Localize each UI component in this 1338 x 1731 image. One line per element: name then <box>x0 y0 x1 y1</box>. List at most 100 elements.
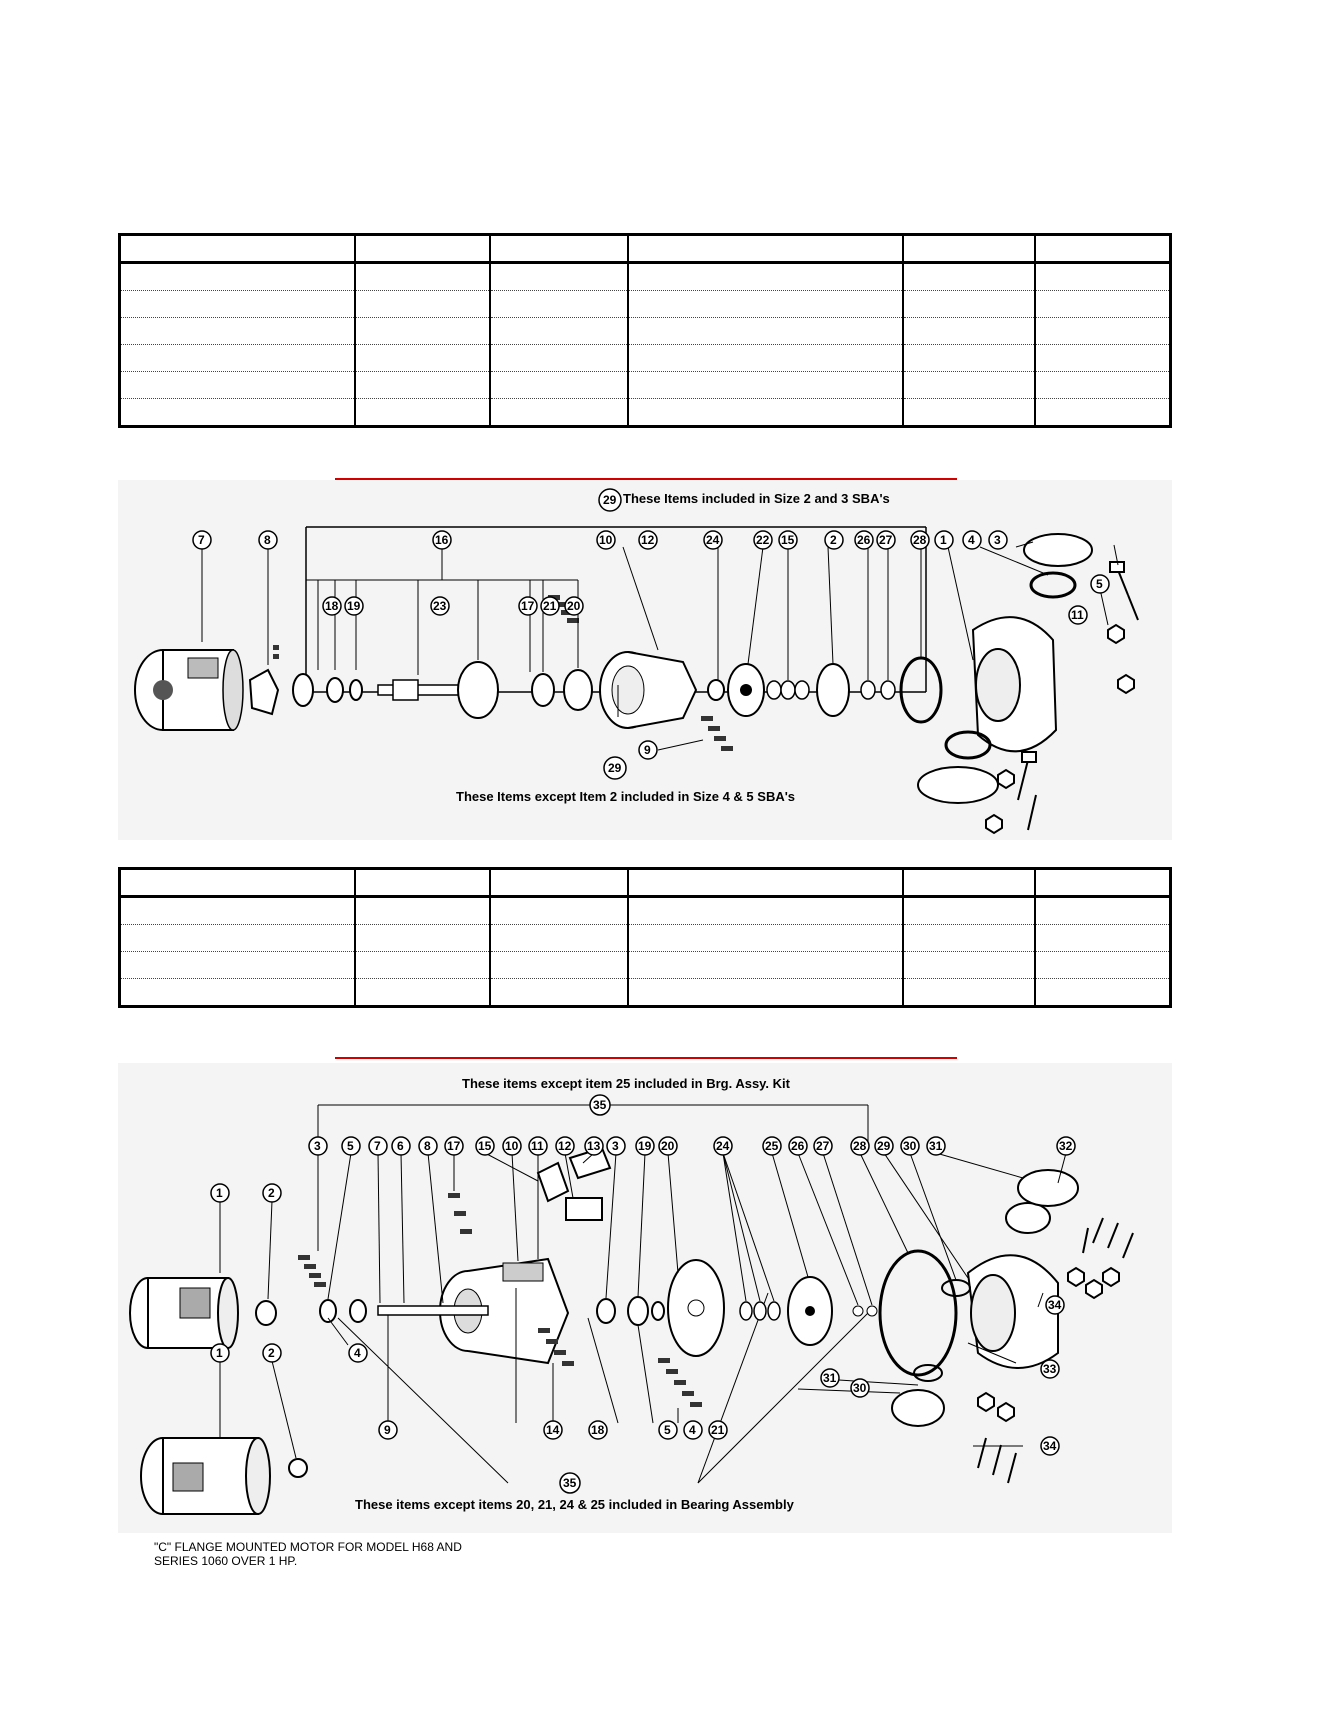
callout-label: 8 <box>264 533 271 547</box>
callout-label: 4 <box>689 1423 696 1437</box>
note-line-1: "C" FLANGE MOUNTED MOTOR FOR MODEL H68 A… <box>154 1540 462 1554</box>
callout-label: 11 <box>531 1139 544 1153</box>
callout-label: 1 <box>216 1186 223 1200</box>
c-flange-note: "C" FLANGE MOUNTED MOTOR FOR MODEL H68 A… <box>154 1540 462 1568</box>
callout-label: 22 <box>756 533 770 547</box>
callout-label: 33 <box>1043 1362 1057 1376</box>
callout-label: 7 <box>374 1139 381 1153</box>
callout-label: 19 <box>638 1139 652 1153</box>
leader-lines <box>201 541 1119 751</box>
red-divider-1 <box>335 478 957 480</box>
table-row <box>118 924 1172 952</box>
callout-label: 29 <box>877 1139 891 1153</box>
callout-label: 20 <box>661 1139 675 1153</box>
diagram-1-svg <box>118 480 1172 840</box>
callout-label: 25 <box>765 1139 779 1153</box>
diagram-1-caption-bottom: These Items except Item 2 included in Si… <box>456 789 796 804</box>
callout-label: 6 <box>397 1139 404 1153</box>
callout-label: 15 <box>781 533 795 547</box>
callout-label: 30 <box>903 1139 917 1153</box>
callout-label: 16 <box>435 533 449 547</box>
motor-illustration <box>129 1277 277 1349</box>
callout-label: 3 <box>612 1139 619 1153</box>
callout-label: 21 <box>711 1423 725 1437</box>
callout-label: 2 <box>830 533 837 547</box>
callout-label: 31 <box>823 1371 837 1385</box>
callout-label: 12 <box>558 1139 572 1153</box>
callout-label: 5 <box>347 1139 354 1153</box>
parts-table-1 <box>118 233 1172 428</box>
callout-label: 4 <box>354 1346 361 1360</box>
callout-label: 1 <box>940 533 947 547</box>
callout-label: 26 <box>857 533 871 547</box>
callout-label: 3 <box>994 533 1001 547</box>
callout-label: 14 <box>546 1423 560 1437</box>
callout-circles <box>192 488 1110 780</box>
callout-label: 26 <box>791 1139 805 1153</box>
callout-label: 27 <box>816 1139 830 1153</box>
note-line-2: SERIES 1060 OVER 1 HP. <box>154 1554 298 1568</box>
callout-label: 9 <box>384 1423 391 1437</box>
table-row <box>118 371 1172 399</box>
diagram-2-svg <box>118 1063 1172 1533</box>
callout-label: 29 <box>608 761 622 775</box>
callout-label: 2 <box>268 1346 275 1360</box>
callout-label: 29 <box>603 493 617 507</box>
table-row <box>118 317 1172 345</box>
callout-circles <box>210 1094 1076 1494</box>
callout-label: 10 <box>599 533 613 547</box>
callout-label: 34 <box>1048 1298 1062 1312</box>
diagram-2-caption-bottom: These items except items 20, 21, 24 & 25… <box>355 1497 794 1512</box>
callout-label: 12 <box>641 533 655 547</box>
callout-label: 15 <box>478 1139 492 1153</box>
callout-label: 4 <box>968 533 975 547</box>
callout-label: 32 <box>1059 1139 1073 1153</box>
callout-label: 28 <box>913 533 927 547</box>
callout-label: 2 <box>268 1186 275 1200</box>
diagram-2-caption-top: These items except item 25 included in B… <box>462 1076 790 1091</box>
callout-label: 11 <box>1071 608 1084 622</box>
screw-illustrations <box>298 1193 702 1407</box>
callout-label: 17 <box>521 599 535 613</box>
table-row <box>118 344 1172 372</box>
table-row <box>118 262 1172 291</box>
callout-label: 17 <box>447 1139 461 1153</box>
table-header-row <box>118 868 1172 898</box>
callout-label: 1 <box>216 1346 223 1360</box>
c-flange-motor-illustration <box>140 1437 308 1515</box>
casing-illustration <box>917 533 1093 804</box>
callout-label: 20 <box>567 599 581 613</box>
callout-label: 21 <box>543 599 557 613</box>
leader-lines <box>219 1152 1067 1459</box>
table-row <box>118 978 1172 1007</box>
motor-illustration <box>134 649 244 731</box>
table-row <box>118 290 1172 318</box>
callout-label: 5 <box>664 1423 671 1437</box>
table-row <box>118 398 1172 427</box>
callout-label: 34 <box>1043 1439 1057 1453</box>
exploded-diagram-1: These Items included in Size 2 and 3 SBA… <box>118 480 1172 840</box>
callout-label: 8 <box>424 1139 431 1153</box>
bolt-illustrations <box>985 561 1139 835</box>
callout-label: 10 <box>505 1139 519 1153</box>
callout-label: 30 <box>853 1381 867 1395</box>
callout-label: 7 <box>198 533 205 547</box>
callout-label: 18 <box>325 599 339 613</box>
callout-label: 28 <box>853 1139 867 1153</box>
callout-label: 9 <box>644 743 651 757</box>
red-divider-2 <box>335 1057 957 1059</box>
bolt-illustrations <box>977 1217 1134 1484</box>
frame-illustration <box>599 651 698 729</box>
callout-label: 27 <box>879 533 893 547</box>
table-row <box>118 951 1172 979</box>
callout-label: 5 <box>1096 577 1103 591</box>
callout-label: 18 <box>591 1423 605 1437</box>
callout-label: 23 <box>433 599 447 613</box>
parts-table-2 <box>118 867 1172 1008</box>
callout-label: 35 <box>593 1098 607 1112</box>
exploded-diagram-2: These items except item 25 included in B… <box>118 1063 1172 1533</box>
table-header-row <box>118 234 1172 264</box>
callout-label: 13 <box>587 1139 601 1153</box>
callout-label: 19 <box>347 599 361 613</box>
callout-label: 24 <box>706 533 720 547</box>
